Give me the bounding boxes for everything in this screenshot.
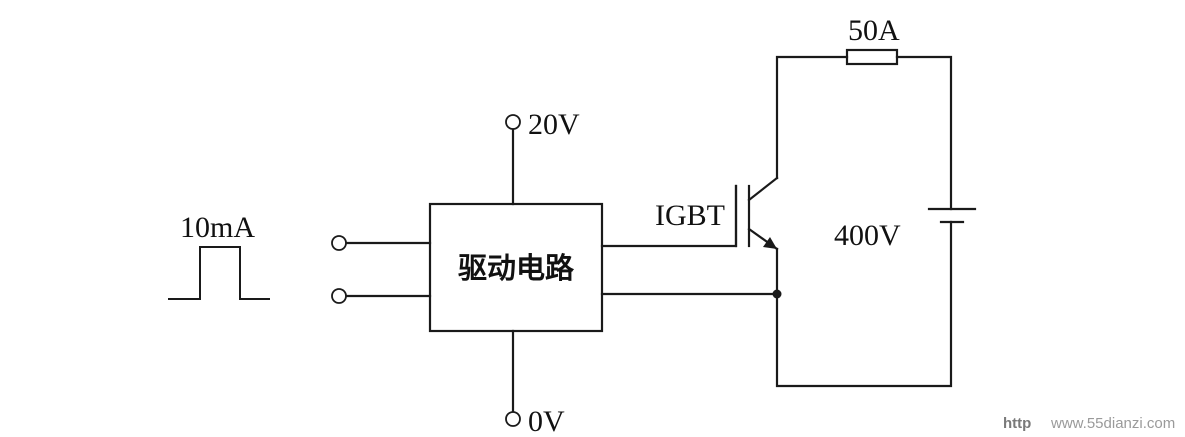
pulse-current-label: 10mA xyxy=(180,211,255,244)
load-current-label: 50A xyxy=(848,14,900,47)
input-terminal-upper xyxy=(331,235,347,251)
load-to-battery-wire xyxy=(895,55,953,211)
watermark-prefix: http xyxy=(1003,415,1031,432)
collector-loop-wire xyxy=(775,55,849,180)
igbt-label: IGBT xyxy=(655,199,725,232)
input-terminal-lower xyxy=(331,288,347,304)
emitter-loop-wire xyxy=(775,220,953,388)
supply-bottom-label: 0V xyxy=(528,405,565,437)
supply-bottom-terminal xyxy=(505,411,521,427)
load-resistor xyxy=(845,48,899,66)
driver-circuit-label: 驱动电路 xyxy=(458,251,575,285)
watermark-url: www.55dianzi.com xyxy=(1050,415,1175,432)
igbt-collector-lead xyxy=(747,176,779,202)
input-pulse-waveform xyxy=(168,246,270,300)
supply-top-label: 20V xyxy=(528,108,580,141)
battery-voltage-label: 400V xyxy=(834,219,901,252)
driver-circuit-block xyxy=(428,202,604,333)
supply-top-terminal xyxy=(505,114,521,130)
igbt-emitter-arrow xyxy=(763,237,777,249)
